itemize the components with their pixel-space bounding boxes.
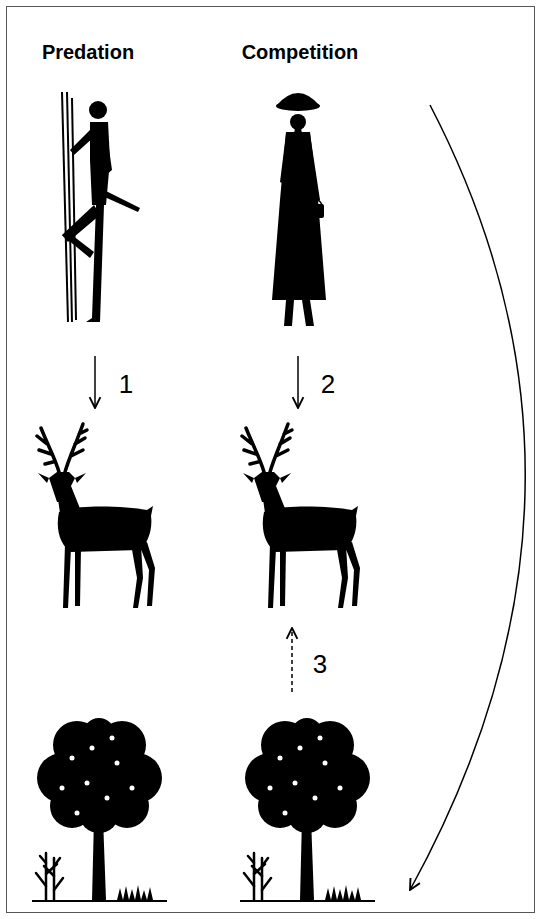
callout-number: 2 [321, 370, 335, 399]
curved-arrow [410, 105, 525, 890]
competition-arrow [297, 356, 299, 408]
deer-silhouette [37, 424, 155, 608]
deer-silhouette [242, 424, 360, 608]
predation-arrow [94, 356, 96, 408]
frame-border [7, 7, 535, 913]
column-heading: Predation [42, 41, 134, 63]
callout-number: 1 [119, 370, 133, 399]
resource-arrow [291, 628, 293, 692]
woman-silhouette [272, 93, 326, 326]
hunter-silhouette [62, 92, 140, 322]
tree-silhouette [32, 718, 167, 901]
column-heading: Competition [242, 41, 359, 63]
tree-silhouette [240, 718, 375, 901]
callout-number: 3 [313, 650, 327, 679]
